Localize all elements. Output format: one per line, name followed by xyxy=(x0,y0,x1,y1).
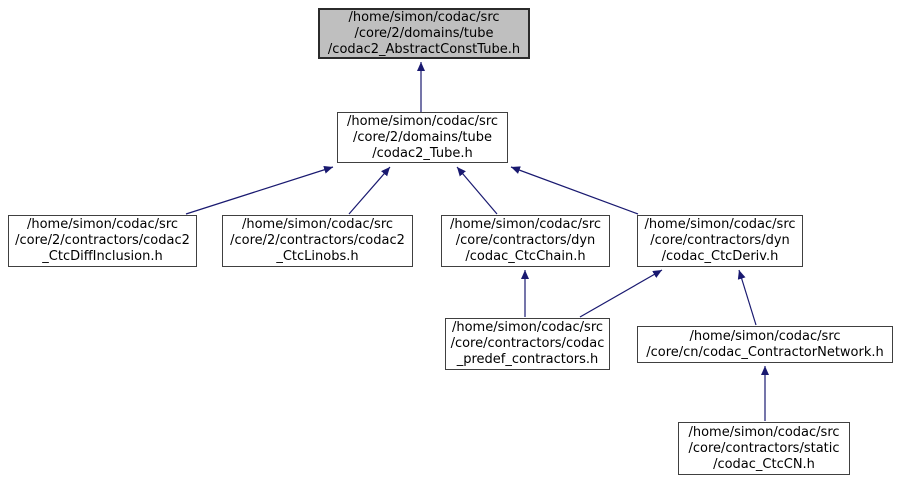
node-codac2-ctc-linobs-h[interactable]: /home/simon/codac/src /core/2/contractor… xyxy=(222,215,413,267)
node-codac-contractor-network-h[interactable]: /home/simon/codac/src /core/cn/codac_Con… xyxy=(637,326,893,363)
node-path-line: /home/simon/codac/src xyxy=(241,217,394,232)
node-path-line: /core/contractors/static xyxy=(688,440,840,456)
node-path-line: /home/simon/codac/src xyxy=(346,113,499,129)
node-path-line: /codac2_AbstractConstTube.h xyxy=(327,41,521,57)
edge-predef-contractors-to-ctc-deriv xyxy=(579,269,663,318)
node-path-line: /home/simon/codac/src xyxy=(449,217,602,232)
node-path-line: /codac2_Tube.h xyxy=(372,145,473,161)
node-path-line: /codac_CtcDeriv.h xyxy=(661,249,779,264)
node-path-line: /codac_CtcChain.h xyxy=(465,249,586,264)
node-path-line: /home/simon/codac/src xyxy=(688,424,840,440)
edge-contractor-network-to-ctc-deriv xyxy=(737,269,757,326)
edge-ctc-chain-to-tube xyxy=(456,166,498,215)
node-path-line: /codac_CtcCN.h xyxy=(713,456,815,472)
node-path-line: /core/2/domains/tube xyxy=(354,25,494,41)
node-path-line: /home/simon/codac/src xyxy=(644,217,796,232)
node-path-line: /home/simon/codac/src xyxy=(451,320,604,335)
node-codac-ctc-deriv-h[interactable]: /home/simon/codac/src /core/contractors/… xyxy=(637,215,803,267)
node-path-line: _CtcDiffInclusion.h xyxy=(42,249,163,264)
edge-ctc-linobs-to-tube xyxy=(348,166,391,215)
node-path-line: /core/contractors/dyn xyxy=(650,233,790,248)
edge-ctc-diff-inclusion-to-tube xyxy=(185,165,334,215)
node-path-line: /home/simon/codac/src xyxy=(26,217,179,232)
node-path-line: /core/2/contractors/codac2 xyxy=(230,233,405,248)
node-path-line: /core/contractors/codac xyxy=(450,336,605,351)
node-path-line: _CtcLinobs.h xyxy=(276,249,359,264)
node-path-line: /core/2/contractors/codac2 xyxy=(15,233,190,248)
node-path-line: /home/simon/codac/src xyxy=(348,9,500,25)
edge-ctc-deriv-to-tube xyxy=(510,166,639,215)
node-path-line: /core/2/domains/tube xyxy=(353,129,492,145)
node-codac2-ctc-diff-inclusion-h[interactable]: /home/simon/codac/src /core/2/contractor… xyxy=(8,215,197,267)
node-codac-ctc-chain-h[interactable]: /home/simon/codac/src /core/contractors/… xyxy=(441,215,610,267)
node-path-line: /core/contractors/dyn xyxy=(455,233,596,248)
node-codac2-tube-h[interactable]: /home/simon/codac/src /core/2/domains/tu… xyxy=(337,112,508,163)
node-path-line: /home/simon/codac/src xyxy=(689,328,841,344)
node-path-line: /core/cn/codac_ContractorNetwork.h xyxy=(646,344,884,360)
node-codac-predef-contractors-h[interactable]: /home/simon/codac/src /core/contractors/… xyxy=(445,318,610,370)
node-codac2-abstract-const-tube-h[interactable]: /home/simon/codac/src /core/2/domains/tu… xyxy=(318,8,530,59)
node-codac-ctc-cn-h[interactable]: /home/simon/codac/src /core/contractors/… xyxy=(678,422,850,475)
node-path-line: _predef_contractors.h xyxy=(456,352,599,367)
